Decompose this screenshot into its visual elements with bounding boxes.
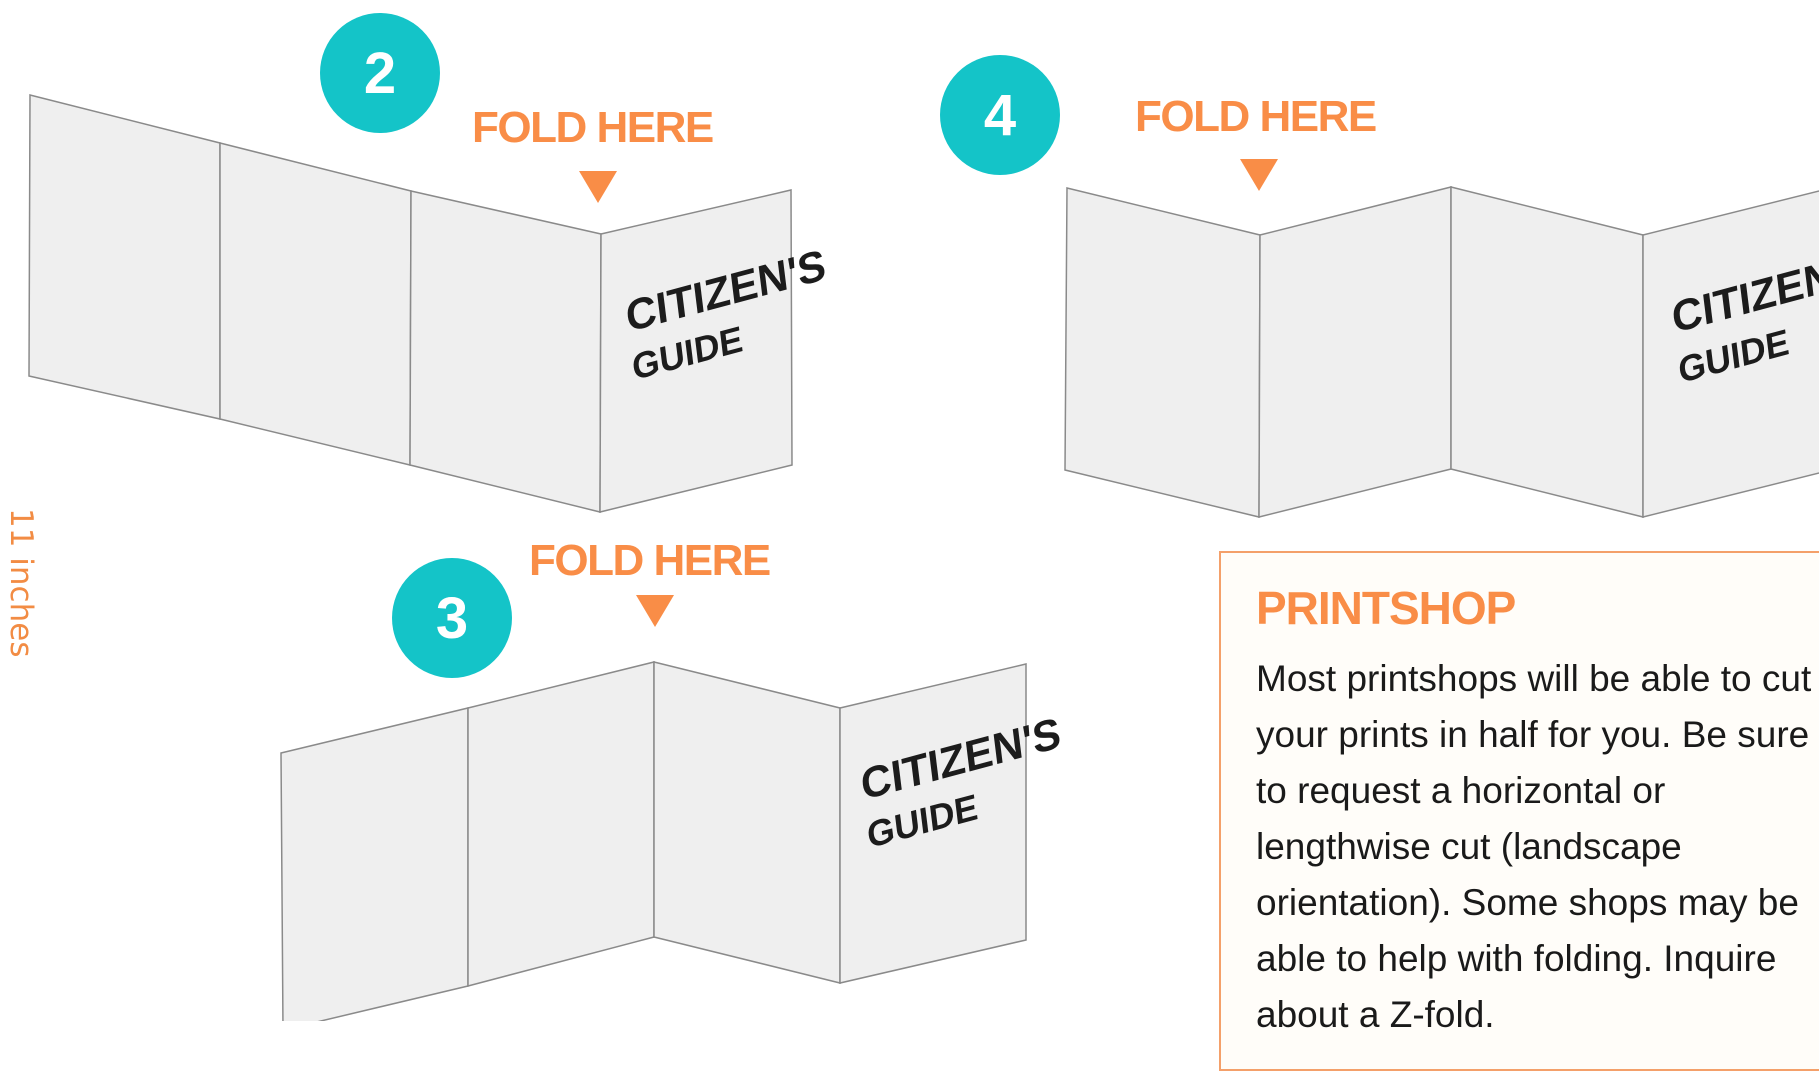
brochure-cover-panel bbox=[839, 663, 1027, 984]
brochure-panel bbox=[1258, 186, 1452, 518]
brochure-illustrations: CITIZEN'S GUIDE CITIZEN'S GUIDE CITIZEN'… bbox=[28, 94, 1819, 1021]
brochure-step-3: CITIZEN'S GUIDE bbox=[280, 661, 1063, 1021]
fold-arrow-icon bbox=[1240, 159, 1278, 191]
printshop-info-box: PRINTSHOP Most printshops will be able t… bbox=[1219, 551, 1819, 1071]
brochure-panel bbox=[280, 707, 469, 1021]
height-measurement-label: 11 inches bbox=[3, 508, 39, 658]
fold-arrow-icon bbox=[579, 171, 617, 203]
fold-here-label: FOLD HERE bbox=[529, 536, 771, 585]
printshop-body-text: Most printshops will be able to cut your… bbox=[1256, 658, 1812, 1035]
printshop-title: PRINTSHOP bbox=[1256, 582, 1516, 634]
brochure-step-4: CITIZEN'S GUIDE bbox=[1064, 186, 1819, 518]
brochure-cover-panel bbox=[1642, 190, 1819, 518]
brochure-panel bbox=[409, 190, 602, 513]
brochure-panel bbox=[28, 94, 221, 420]
brochure-step-2: CITIZEN'S GUIDE bbox=[28, 94, 828, 513]
step-number-badge-3: 3 bbox=[392, 558, 512, 678]
brochure-panel bbox=[1450, 186, 1644, 518]
brochure-panel bbox=[467, 661, 655, 987]
brochure-panel bbox=[653, 661, 841, 984]
step-number-badge-2: 2 bbox=[320, 13, 440, 133]
fold-here-label: FOLD HERE bbox=[472, 103, 714, 152]
brochure-cover-panel bbox=[599, 189, 793, 513]
fold-instructions-diagram: 11 inches CITIZEN'S GUIDE CITIZEN'S GUID… bbox=[3, 13, 1819, 1071]
brochure-panel bbox=[1064, 187, 1261, 518]
fold-arrow-icon bbox=[636, 595, 674, 627]
fold-here-label: FOLD HERE bbox=[1135, 92, 1377, 141]
brochure-panel bbox=[219, 142, 412, 466]
step-number-badge-4: 4 bbox=[940, 55, 1060, 175]
